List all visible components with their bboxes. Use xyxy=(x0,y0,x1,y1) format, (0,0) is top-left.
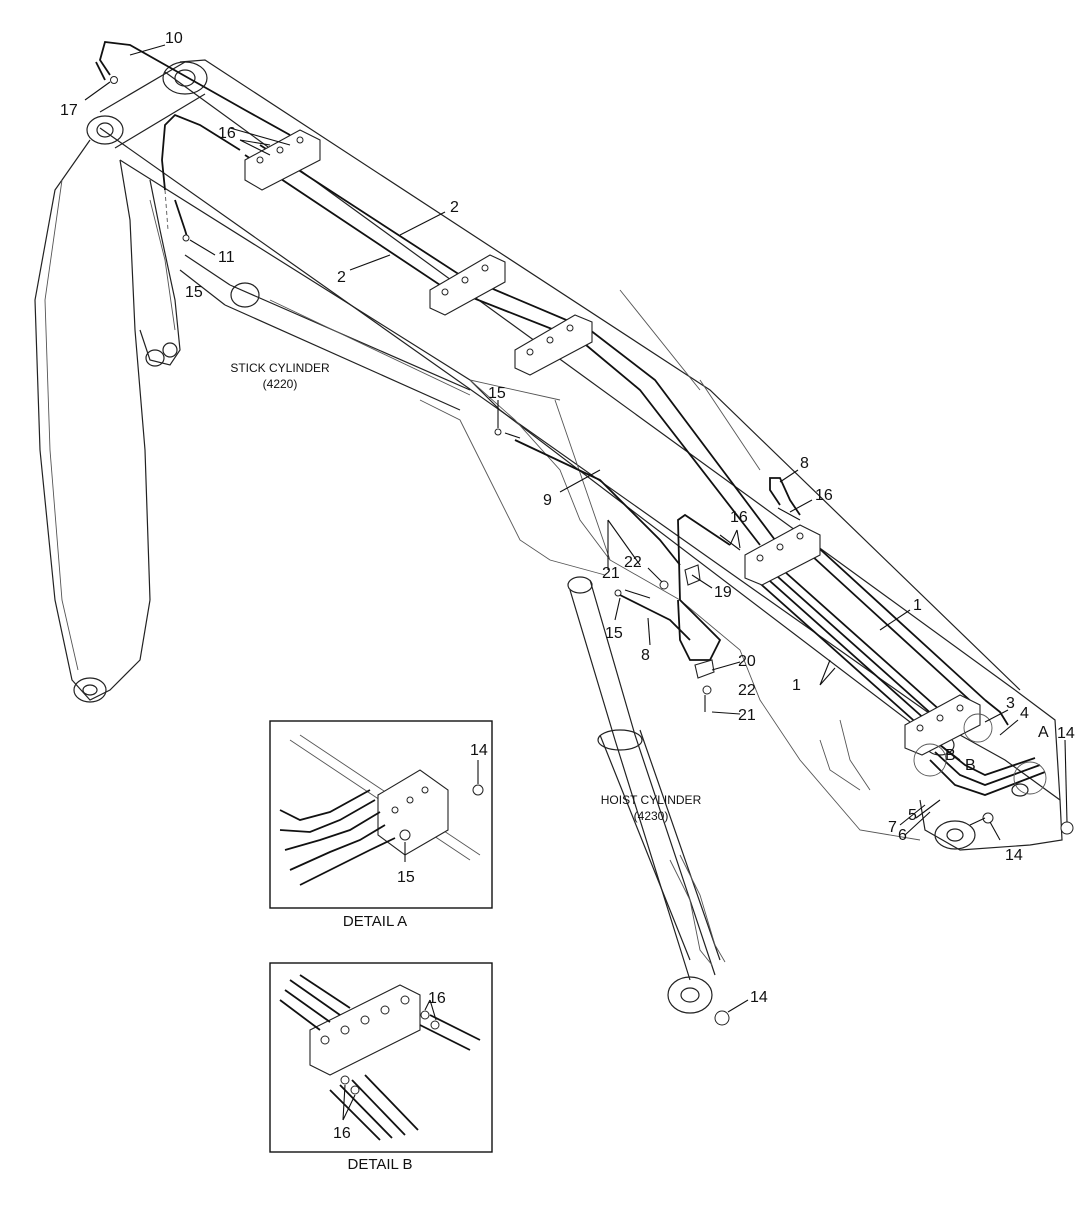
callout-8: 8 xyxy=(641,647,650,664)
callout-labels: 10 17 16 11 15 2 2 15 9 8 16 16 22 21 19… xyxy=(60,30,1075,1006)
callout-15: 15 xyxy=(488,385,506,402)
leader-lines xyxy=(84,44,1068,1013)
detail-b-callout-16: 16 xyxy=(333,1125,351,1142)
callout-16: 16 xyxy=(218,125,236,142)
hoist-cylinder-ref: (4230) xyxy=(634,809,669,823)
callout-20: 20 xyxy=(738,653,756,670)
clamp-block-mid1 xyxy=(429,254,506,316)
callout-17: 17 xyxy=(60,102,78,119)
callout-7: 7 xyxy=(888,819,897,836)
clamp-blocks xyxy=(244,129,981,756)
callout-9: 9 xyxy=(543,492,552,509)
detail-a-callout-15: 15 xyxy=(397,869,415,886)
callout-14: 14 xyxy=(1057,725,1075,742)
cap-14-detail-a xyxy=(472,784,484,796)
boom xyxy=(34,139,181,703)
section-marker-a: A xyxy=(1038,724,1049,741)
callout-19: 19 xyxy=(714,584,732,601)
callout-16: 16 xyxy=(730,509,748,526)
callout-22: 22 xyxy=(624,554,642,571)
detail-b-callout-16: 16 xyxy=(428,990,446,1007)
callout-4: 4 xyxy=(1020,705,1029,722)
callout-21: 21 xyxy=(602,565,620,582)
callout-2: 2 xyxy=(337,269,346,286)
clamp-block-lower xyxy=(744,524,821,586)
clamp-block-top xyxy=(244,129,321,191)
callout-21: 21 xyxy=(738,707,756,724)
clamp-block-mid2 xyxy=(514,314,593,376)
hydraulic-lines xyxy=(95,41,1046,796)
callout-15: 15 xyxy=(605,625,623,642)
callout-5: 5 xyxy=(908,807,917,824)
callout-3: 3 xyxy=(1006,695,1015,712)
callout-14: 14 xyxy=(750,989,768,1006)
clamp-20 xyxy=(694,659,715,679)
detail-a: 14 15 DETAIL A xyxy=(269,720,493,930)
section-marker-b: B xyxy=(965,757,976,774)
detail-b-frame xyxy=(269,962,493,1153)
callout-11: 11 xyxy=(218,249,235,266)
section-marker-b: B xyxy=(945,747,956,764)
callout-15: 15 xyxy=(185,284,203,301)
fitting-15-detail-a xyxy=(399,829,411,841)
callout-2: 2 xyxy=(450,199,459,216)
hoist-cylinder xyxy=(567,576,726,1014)
hoist-cylinder-caption: HOIST CYLINDER xyxy=(601,793,702,807)
detail-b: 16 16 DETAIL B xyxy=(269,962,493,1173)
callout-8: 8 xyxy=(800,455,809,472)
cylinder-captions: STICK CYLINDER (4220) HOIST CYLINDER (42… xyxy=(230,361,701,823)
callout-14: 14 xyxy=(1005,847,1023,864)
stick-cylinder-ref: (4220) xyxy=(263,377,298,391)
callout-1: 1 xyxy=(792,677,801,694)
detail-a-title: DETAIL A xyxy=(343,913,407,930)
callout-16: 16 xyxy=(815,487,833,504)
detail-a-callout-14: 14 xyxy=(470,742,488,759)
section-markers: A B B xyxy=(945,724,1049,774)
stick-cylinder-caption: STICK CYLINDER xyxy=(230,361,330,375)
stick-cylinder xyxy=(179,254,471,411)
callout-1: 1 xyxy=(913,597,922,614)
clamp-block-end xyxy=(904,694,981,756)
detail-b-title: DETAIL B xyxy=(347,1156,412,1173)
callout-6: 6 xyxy=(898,827,907,844)
fittings xyxy=(110,76,1074,1026)
callout-22: 22 xyxy=(738,682,756,699)
callout-10: 10 xyxy=(165,30,183,47)
